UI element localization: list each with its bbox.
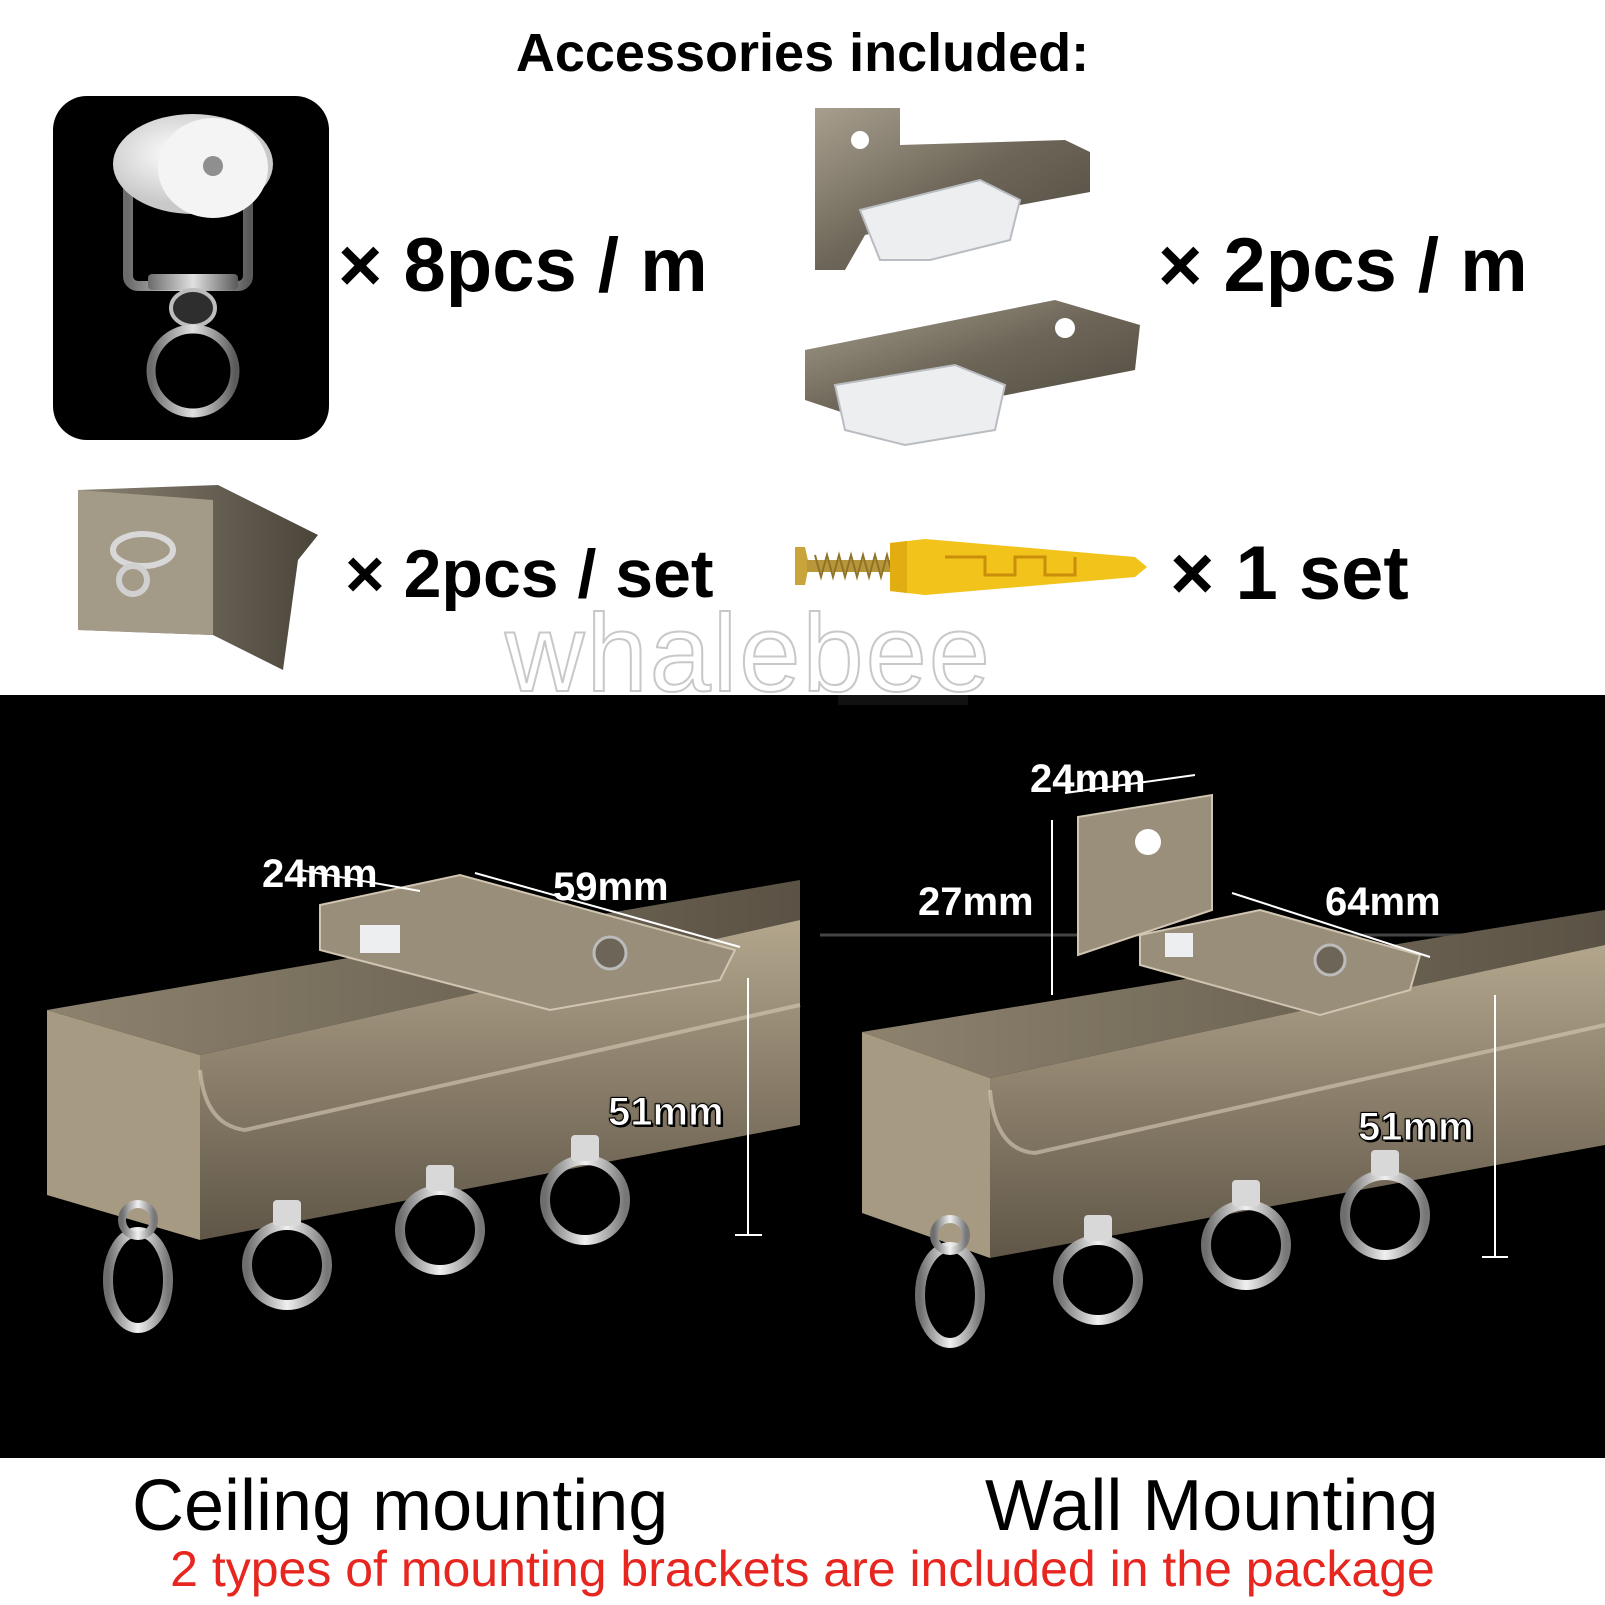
roller-hook-quantity: × 8pcs / m [338, 223, 708, 308]
screw-anchor-quantity: × 1 set [1170, 531, 1409, 616]
ceiling-rail [47, 869, 801, 1333]
ceiling-width-dim: 24mm [262, 852, 378, 896]
wall-width-dim: 24mm [1030, 757, 1146, 801]
page-title: Accessories included: [515, 23, 1090, 83]
screw-anchor-icon [795, 535, 1150, 600]
end-cap-icon [68, 480, 320, 675]
roller-hook-icon [53, 96, 329, 440]
wall-length-dim: 64mm [1325, 880, 1441, 924]
ceiling-height-dim: 51mm [608, 1090, 725, 1135]
ceiling-length-dim: 59mm [553, 865, 669, 909]
mounting-bracket-icon [805, 100, 1150, 450]
end-cap-quantity: × 2pcs / set [345, 536, 714, 612]
wall-caption: Wall Mounting [985, 1466, 1439, 1546]
wall-height-dim: 51mm [1358, 1105, 1475, 1150]
ceiling-caption: Ceiling mounting [132, 1466, 669, 1546]
wall-rail [820, 695, 1605, 1348]
package-note: 2 types of mounting brackets are include… [170, 1541, 1435, 1597]
product-render-panel: 24mm 59mm 51mm 24mm 27mm 64mm 51mm [0, 695, 1605, 1458]
wall-bracket-height-dim: 27mm [918, 880, 1034, 924]
mounting-bracket-quantity: × 2pcs / m [1158, 223, 1528, 308]
